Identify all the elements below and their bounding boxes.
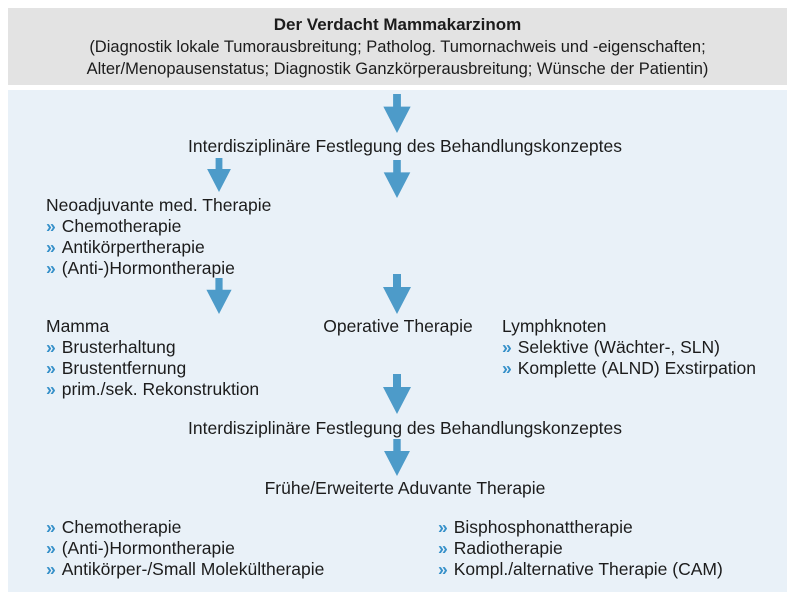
list-item: » Antikörpertherapie [46,237,271,258]
double-chevron-icon: » [46,337,56,357]
double-chevron-icon: » [46,258,56,278]
list-item: » Bisphosphonattherapie [438,517,723,538]
suspicion-header-box: Der Verdacht Mammakarzinom (Diagnostik l… [8,8,787,85]
down-arrow-icon [382,160,412,198]
list-item: » Radiotherapie [438,538,723,559]
list-item-label: Antikörpertherapie [61,237,205,257]
lymph-node-title: Lymphknoten [502,316,607,336]
list-item-label: Radiotherapie [453,538,563,558]
down-arrow-icon [205,278,233,314]
list-item-label: Chemotherapie [61,216,182,236]
list-item-label: Komplette (ALND) Exstirpation [517,358,757,378]
list-item-label: (Anti-)Hormontherapie [61,258,235,278]
double-chevron-icon: » [438,517,448,537]
list-item-label: Antikörper-/Small Molekültherapie [61,559,325,579]
mamma-block: Mamma » Brusterhaltung » Brustentfernung… [46,316,259,400]
operative-therapy-label: Operative Therapie [323,316,473,336]
list-item-label: prim./sek. Rekonstruktion [61,379,260,399]
adjuvant-therapy-title: Frühe/Erweiterte Aduvante Therapie [264,478,546,498]
list-item-label: Kompl./alternative Therapie (CAM) [453,559,723,579]
diagram-title: Der Verdacht Mammakarzinom [273,15,522,34]
list-item: » Brusterhaltung [46,337,259,358]
list-item-label: Selektive (Wächter-, SLN) [517,337,721,357]
list-item: » Selektive (Wächter-, SLN) [502,337,756,358]
interdisciplinary-decision-2: Interdisziplinäre Festlegung des Behandl… [188,418,622,438]
double-chevron-icon: » [46,237,56,257]
double-chevron-icon: » [46,559,56,579]
list-item-label: (Anti-)Hormontherapie [61,538,235,558]
adjuvant-right-list: » Bisphosphonattherapie » Radiotherapie … [438,517,723,580]
neoadjuvant-therapy-block: Neoadjuvante med. Therapie » Chemotherap… [46,195,271,279]
double-chevron-icon: » [438,538,448,558]
double-chevron-icon: » [46,216,56,236]
list-item: » Komplette (ALND) Exstirpation [502,358,756,379]
list-item-label: Chemotherapie [61,517,182,537]
double-chevron-icon: » [46,379,56,399]
list-item: » prim./sek. Rekonstruktion [46,379,259,400]
list-item-label: Brusterhaltung [61,337,176,357]
list-item-label: Bisphosphonattherapie [453,517,633,537]
adjuvant-left-list: » Chemotherapie » (Anti-)Hormontherapie … [46,517,324,580]
double-chevron-icon: » [46,538,56,558]
down-arrow-icon [382,274,412,314]
neoadjuvant-title: Neoadjuvante med. Therapie [46,195,272,215]
double-chevron-icon: » [46,358,56,378]
list-item-label: Brustentfernung [61,358,187,378]
double-chevron-icon: » [46,517,56,537]
lymph-node-block: Lymphknoten » Selektive (Wächter-, SLN) … [502,316,756,379]
double-chevron-icon: » [502,337,512,357]
list-item: » Chemotherapie [46,517,324,538]
down-arrow-icon [382,374,412,414]
double-chevron-icon: » [502,358,512,378]
double-chevron-icon: » [438,559,448,579]
down-arrow-icon [381,94,413,133]
list-item: » Chemotherapie [46,216,271,237]
list-item: » Kompl./alternative Therapie (CAM) [438,559,723,580]
list-item: » (Anti-)Hormontherapie [46,538,324,559]
list-item: » (Anti-)Hormontherapie [46,258,271,279]
list-item: » Brustentfernung [46,358,259,379]
down-arrow-icon [205,158,233,192]
down-arrow-icon [382,439,412,476]
list-item: » Antikörper-/Small Molekültherapie [46,559,324,580]
mamma-title: Mamma [46,316,110,336]
diagram-subtitle-line1: (Diagnostik lokale Tumorausbreitung; Pat… [89,38,706,56]
diagram-subtitle-line2: Alter/Menopausenstatus; Diagnostik Ganzk… [86,60,709,78]
interdisciplinary-decision-1: Interdisziplinäre Festlegung des Behandl… [188,136,622,156]
